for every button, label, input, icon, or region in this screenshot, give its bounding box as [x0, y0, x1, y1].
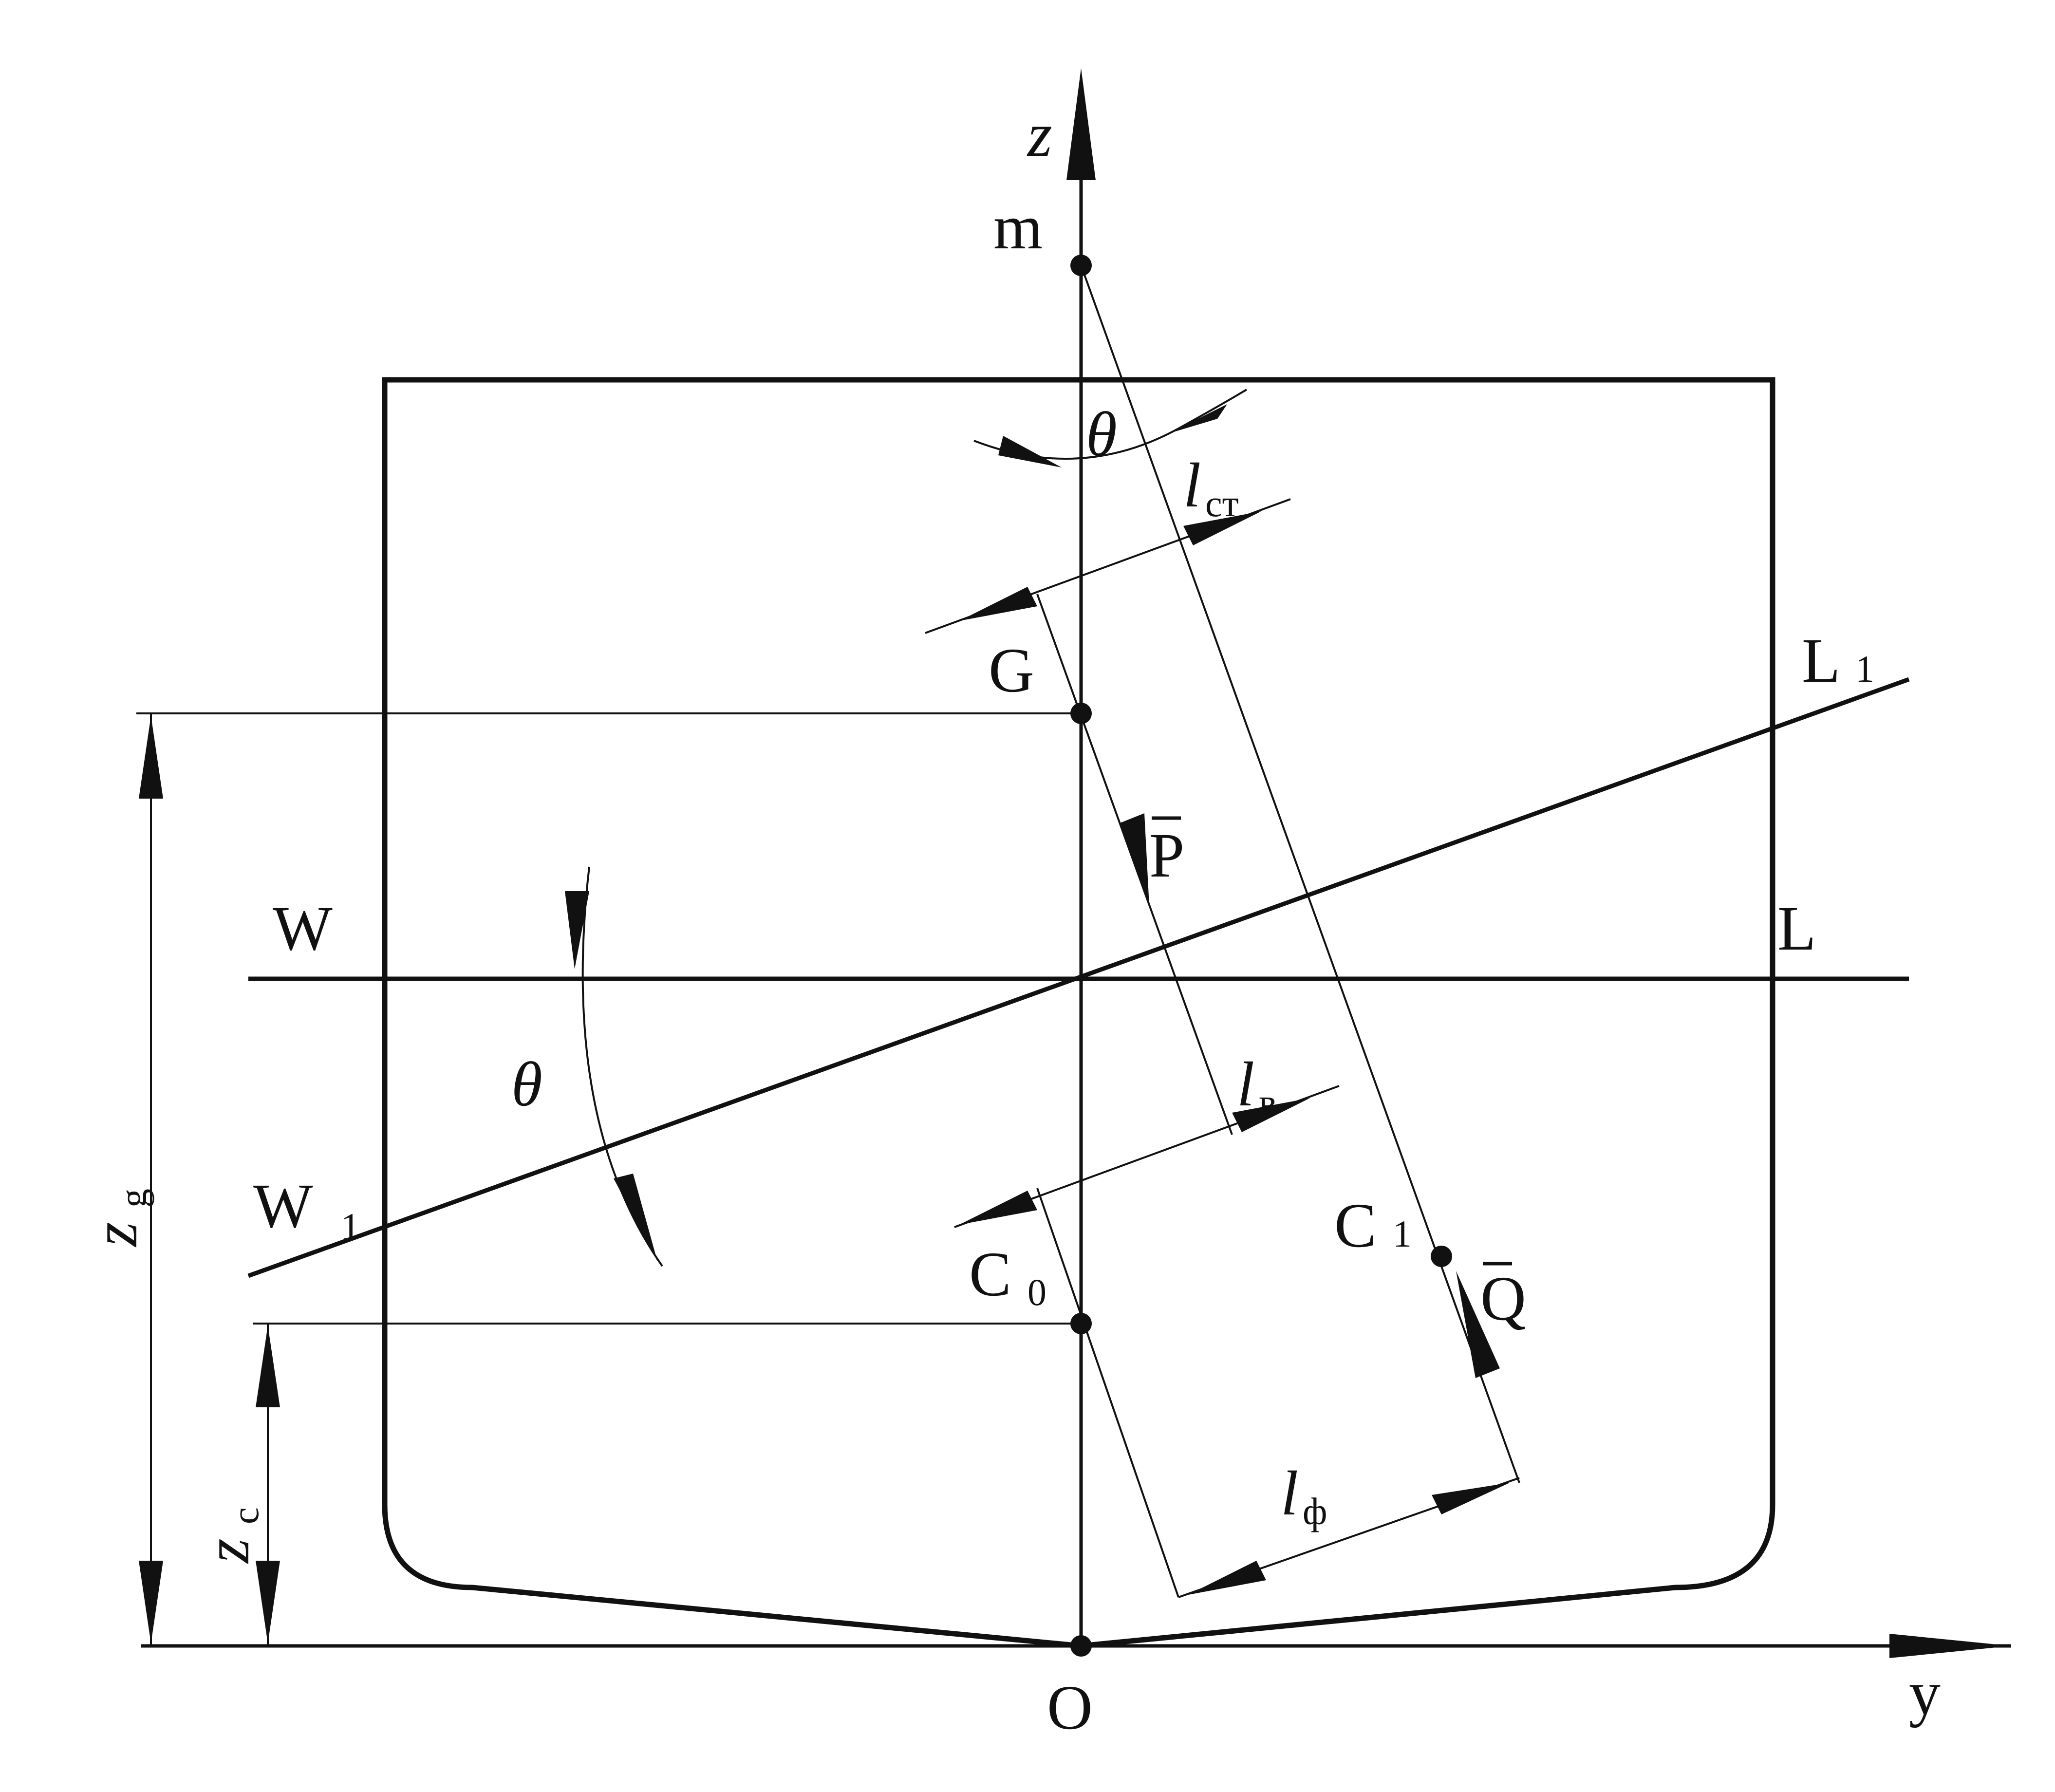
label-L1: L	[1802, 626, 1840, 696]
label-l-v-sub: в	[1259, 1081, 1277, 1123]
hull-outline	[382, 377, 1775, 1649]
theta-arc-top-arrow-right	[1169, 404, 1227, 433]
force-P-arrow	[1120, 813, 1149, 906]
inclined-line-m-C1	[1080, 265, 1520, 1483]
waterline-W1L1	[247, 677, 1910, 1278]
label-theta-left: θ	[511, 1049, 542, 1120]
label-L1-sub: 1	[1855, 648, 1874, 690]
dim-lv-arrow-left	[959, 1191, 1037, 1225]
point-C0	[1070, 1313, 1092, 1334]
dim-zc-arrow-bottom	[256, 1561, 280, 1643]
label-theta-top: θ	[1086, 399, 1117, 469]
label-l-v: l	[1237, 1049, 1254, 1120]
label-zg: z	[80, 1222, 150, 1248]
label-P: P	[1149, 821, 1184, 891]
label-l-f: l	[1281, 1458, 1298, 1529]
label-C1-sub: 1	[1393, 1213, 1412, 1255]
label-W1: W	[253, 1171, 313, 1241]
label-W1-sub: 1	[341, 1205, 360, 1248]
theta-arc-top-arrow-left	[998, 436, 1062, 467]
force-Q-arrow	[1456, 1271, 1500, 1378]
label-z: z	[1027, 100, 1052, 170]
label-Q: Q	[1480, 1264, 1526, 1334]
label-zc-sub: c	[224, 1507, 266, 1524]
dim-lf-arrow-left	[1188, 1561, 1266, 1595]
point-O	[1070, 1635, 1092, 1657]
label-O: O	[1047, 1673, 1093, 1743]
label-G: G	[989, 635, 1034, 706]
dim-zc-arrow-top	[256, 1325, 280, 1407]
theta-arc-left-arrow-top	[565, 891, 589, 969]
dim-zg-arrow-bottom	[139, 1561, 163, 1643]
dim-lst-arrow-left	[959, 587, 1037, 621]
label-C0-sub: 0	[1028, 1271, 1046, 1313]
dim-zg-arrow-top	[139, 716, 163, 799]
inclined-line-C0	[1036, 1188, 1179, 1598]
point-G	[1070, 703, 1092, 724]
label-C0: C	[969, 1239, 1011, 1309]
label-m: m	[993, 192, 1043, 262]
dim-lf-arrow-right	[1432, 1483, 1510, 1514]
label-l-st-sub: ст	[1205, 482, 1239, 524]
theta-arc-left-arrow-bottom	[614, 1174, 657, 1261]
dim-lv-arrow-right	[1232, 1098, 1310, 1132]
dim-lst-arrow-right	[1183, 511, 1261, 545]
theta-arc-left	[581, 866, 663, 1267]
label-zg-sub: g	[112, 1189, 154, 1208]
label-C1: C	[1334, 1191, 1377, 1261]
y-axis-arrow	[1889, 1634, 2011, 1658]
label-W: W	[273, 894, 333, 964]
label-y: y	[1909, 1658, 1941, 1728]
label-zc: z	[192, 1538, 262, 1564]
z-axis-arrow	[1066, 68, 1096, 180]
point-C1	[1431, 1246, 1452, 1267]
label-l-f-sub: ф	[1303, 1490, 1327, 1532]
label-l-st: l	[1183, 450, 1201, 521]
label-L: L	[1777, 894, 1816, 964]
point-m	[1070, 255, 1092, 276]
